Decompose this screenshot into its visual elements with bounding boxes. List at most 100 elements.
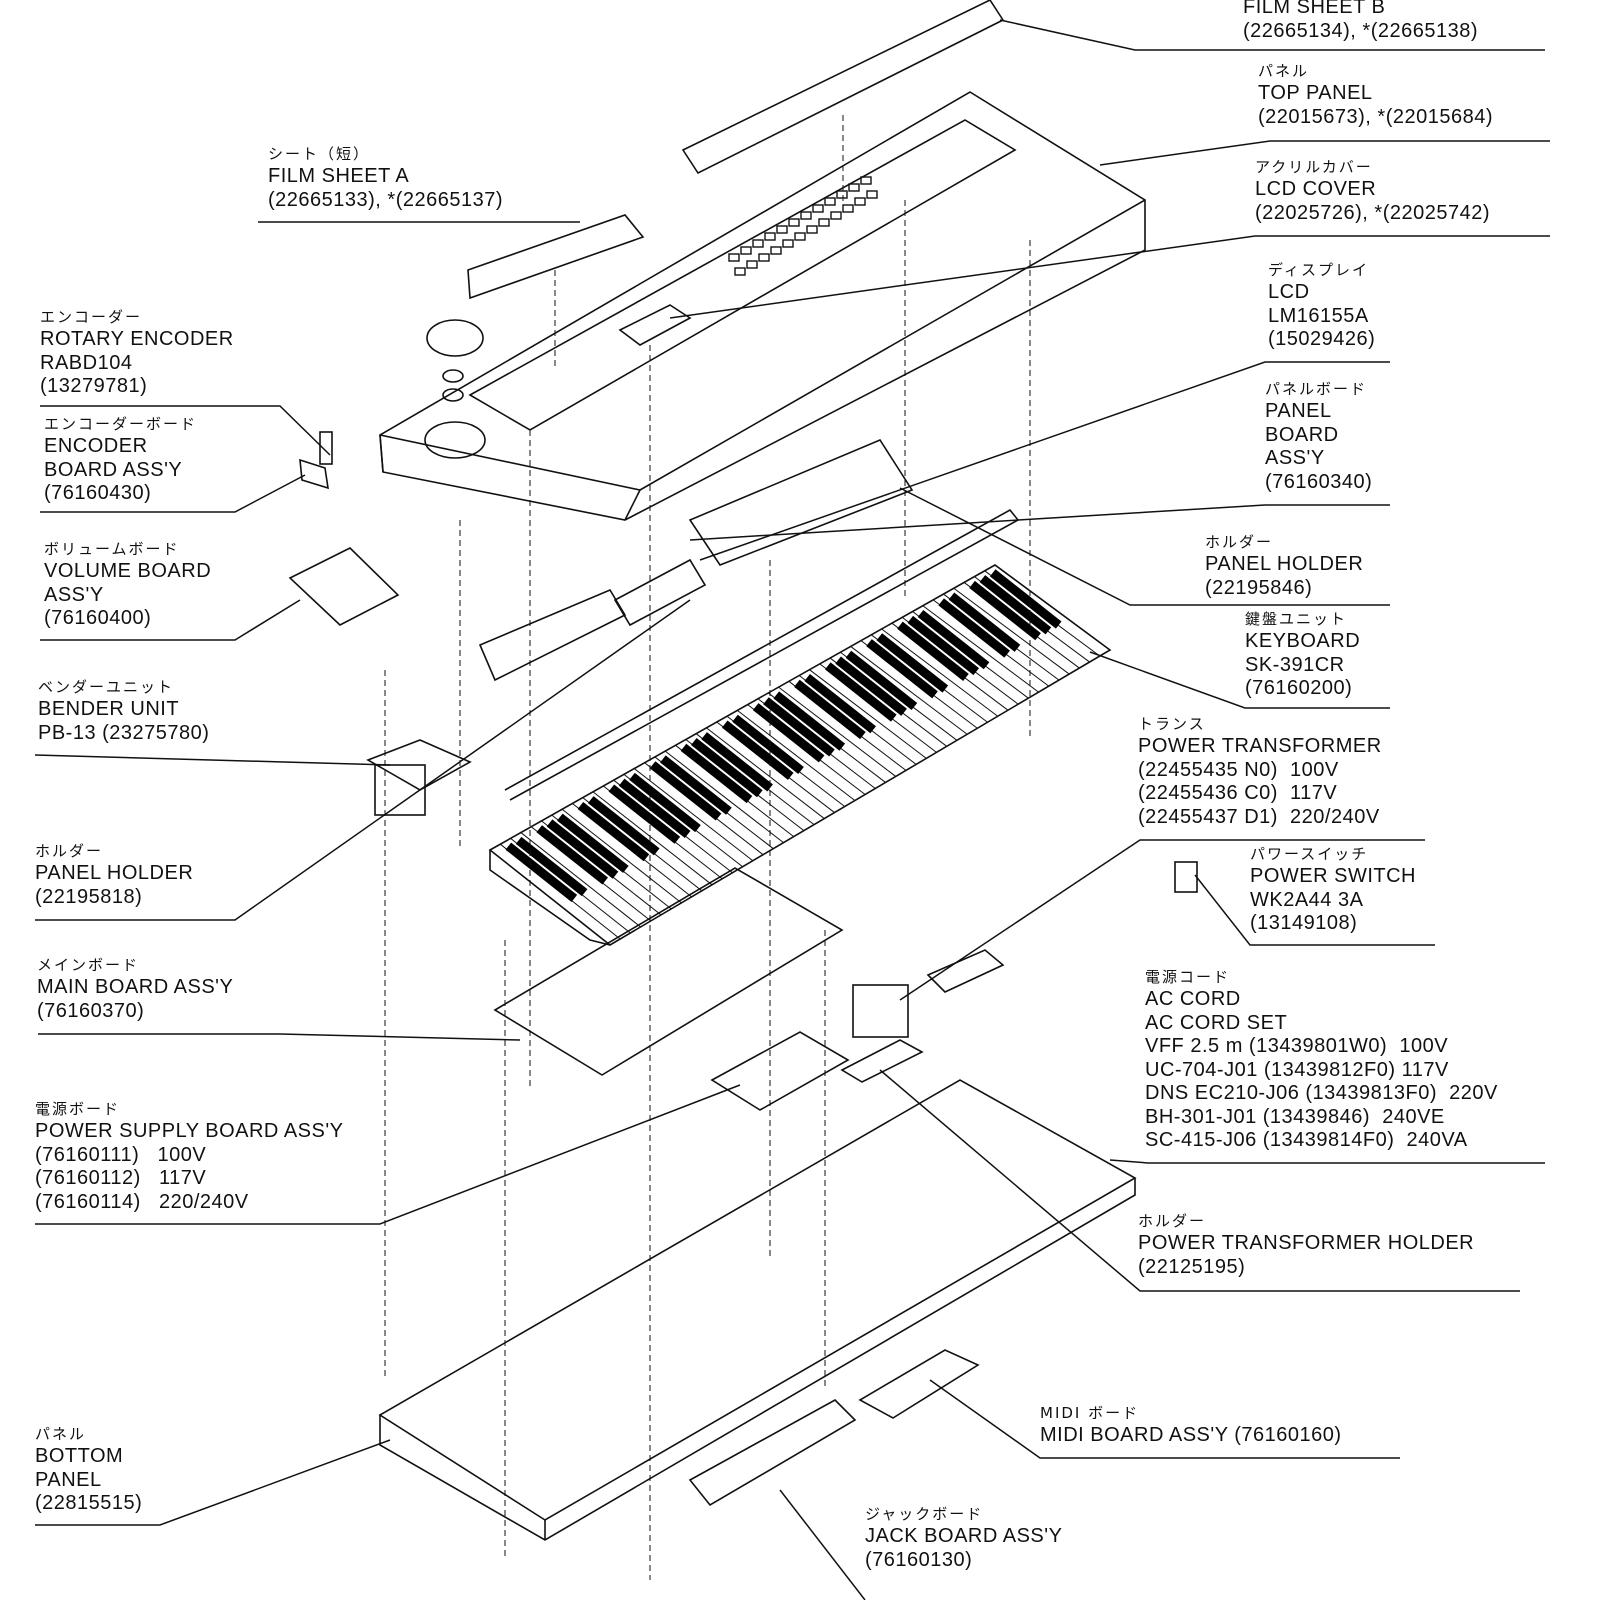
- label-line: (76160340): [1265, 470, 1373, 493]
- panel-button: [866, 190, 878, 199]
- label-jp: ホルダー: [35, 842, 104, 860]
- panel-button: [818, 218, 830, 227]
- panel-button: [770, 246, 782, 255]
- panel-button: [824, 197, 836, 206]
- label-line: VFF 2.5 m (13439801W0) 100V: [1145, 1035, 1449, 1057]
- transformer-holder-part: [840, 1039, 924, 1083]
- label-line: AC CORD SET: [1145, 1011, 1288, 1034]
- panel-buttons: [728, 176, 878, 276]
- label-line: WK2A44 3A: [1250, 888, 1364, 911]
- keyboard-keys: [489, 564, 1111, 946]
- label-jp: ボリュームボード: [44, 540, 180, 558]
- label-line: (22665134), *(22665138): [1243, 19, 1479, 42]
- label-line: (76160130): [865, 1548, 973, 1571]
- label-jp: 鍵盤ユニット: [1245, 610, 1348, 628]
- panel-button: [842, 204, 854, 213]
- panel-button: [836, 190, 848, 199]
- label-line: POWER TRANSFORMER: [1138, 735, 1382, 757]
- black-key: [587, 796, 660, 856]
- label-line: ASS'Y: [44, 583, 104, 606]
- label-midi-board: MIDI ボード MIDI BOARD ASS'Y (76160160): [1040, 1402, 1342, 1448]
- white-key-edge: [561, 808, 682, 904]
- label-line: (22455436 C0) 117V: [1138, 782, 1338, 804]
- label-line: FILM SHEET A: [268, 165, 410, 187]
- label-jp: MIDI ボード: [1040, 1404, 1140, 1422]
- label-jp: パワースイッチ: [1250, 845, 1369, 863]
- volume-board-part: [288, 547, 400, 626]
- panel-button: [752, 239, 764, 248]
- black-key: [505, 842, 578, 902]
- black-key: [989, 569, 1062, 629]
- label-line: (22455437 D1) 220/240V: [1138, 805, 1380, 828]
- panel-button: [728, 253, 740, 262]
- label-line: AC CORD: [1145, 988, 1241, 1010]
- black-key: [691, 737, 763, 798]
- black-key: [557, 813, 629, 873]
- label-line: POWER TRANSFORMER HOLDER: [1138, 1232, 1475, 1254]
- black-key: [660, 755, 732, 815]
- label-line: ROTARY ENCODER: [40, 328, 234, 350]
- white-key-edge: [664, 750, 784, 844]
- label-line: PANEL: [1265, 400, 1332, 422]
- black-key: [701, 732, 773, 792]
- label-jp: ホルダー: [1138, 1212, 1207, 1230]
- label-jp: メインボード: [37, 956, 140, 974]
- label-line: (22025726), *(22025742): [1255, 201, 1491, 224]
- label-line: BOTTOM: [35, 1445, 124, 1467]
- label-line: TOP PANEL: [1258, 82, 1373, 104]
- panel-button: [794, 232, 806, 241]
- label-line: (76160370): [37, 999, 145, 1022]
- white-key-edge: [922, 605, 1039, 693]
- black-key: [577, 801, 650, 862]
- label-line: (15029426): [1268, 328, 1376, 350]
- label-line: MIDI BOARD ASS'Y (76160160): [1040, 1424, 1342, 1446]
- label-line: (13279781): [40, 375, 148, 397]
- lcd-part: [613, 558, 707, 627]
- black-key: [794, 679, 866, 740]
- encoder-board-part: [299, 458, 329, 490]
- label-jp: シート（短）: [268, 145, 371, 163]
- label-line: (76160112) 117V: [35, 1167, 207, 1189]
- white-key-edge: [809, 669, 927, 759]
- white-key-edge: [737, 710, 856, 801]
- black-key: [773, 691, 846, 751]
- label-jp: パネル: [1258, 62, 1310, 80]
- black-key: [763, 697, 835, 757]
- black-key: [938, 598, 1010, 658]
- label-line: PANEL HOLDER: [1205, 553, 1364, 575]
- switch-board-part: [926, 949, 1005, 993]
- label-jp: ベンダーユニット: [38, 678, 175, 696]
- leader-lines: [34, 19, 1550, 1600]
- black-key: [618, 778, 691, 838]
- label-jp: ジャックボード: [865, 1505, 984, 1523]
- white-key-edge: [633, 768, 754, 862]
- black-key: [845, 650, 918, 711]
- black-key: [969, 580, 1041, 641]
- bender-body: [374, 764, 426, 816]
- label-line: BOARD: [1265, 423, 1339, 446]
- panel-button: [854, 197, 866, 206]
- jack-board-part: [688, 1399, 857, 1507]
- bottom-panel-part: [378, 1079, 1137, 1541]
- label-jp: トランス: [1138, 715, 1206, 733]
- black-key: [752, 703, 825, 763]
- assembly-lines: [384, 115, 1031, 1580]
- label-line: UC-704-J01 (13439812F0) 117V: [1145, 1058, 1449, 1081]
- white-key-edge: [706, 727, 825, 819]
- black-key: [979, 575, 1052, 635]
- label-jp: ディスプレイ: [1268, 261, 1369, 279]
- label-line: (13149108): [1250, 912, 1358, 934]
